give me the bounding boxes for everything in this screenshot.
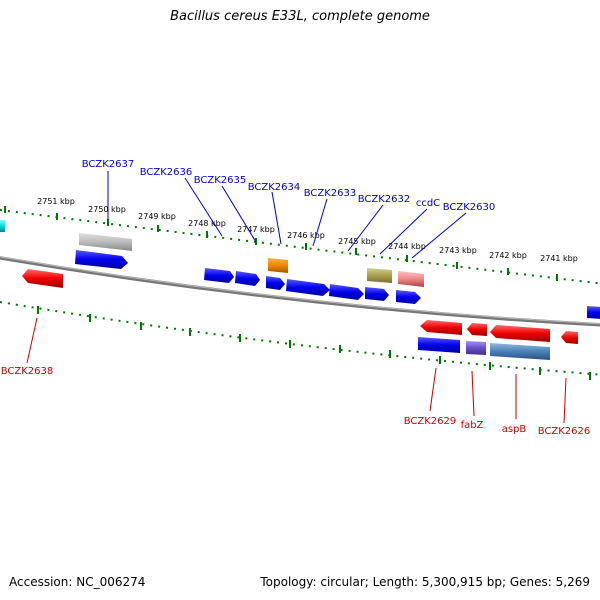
ruler-label-2741: 2741 kbp xyxy=(540,254,578,263)
ruler-label-2748: 2748 kbp xyxy=(188,219,226,228)
gene-label-bczk2635[interactable]: BCZK2635 xyxy=(194,175,247,186)
outer-ruler-ticks xyxy=(4,206,558,281)
gene-label-bczk2637[interactable]: BCZK2637 xyxy=(82,159,135,170)
ruler-label-2744: 2744 kbp xyxy=(388,242,426,251)
cds-reverse-aspb-a[interactable] xyxy=(490,325,550,342)
gene-label-aspb[interactable]: aspB xyxy=(502,424,527,435)
cds-forward-ccdc[interactable] xyxy=(396,290,421,304)
ruler-label-2745: 2745 kbp xyxy=(338,237,376,246)
cds-forward-bczk2633a[interactable] xyxy=(286,279,330,296)
ruler-label-2749: 2749 kbp xyxy=(138,212,176,221)
gene-label-bczk2630[interactable]: BCZK2630 xyxy=(443,202,496,213)
inner-ruler xyxy=(0,301,600,376)
cds-forward-bczk2636[interactable] xyxy=(204,268,234,283)
feature-pink-block[interactable] xyxy=(398,271,424,287)
cds-forward-bczk2637[interactable] xyxy=(75,250,128,269)
gene-label-bczk2638[interactable]: BCZK2638 xyxy=(1,366,54,377)
gene-label-bczk2632[interactable]: BCZK2632 xyxy=(358,194,411,205)
ruler-label-2742: 2742 kbp xyxy=(489,251,527,260)
feature-grey-block[interactable] xyxy=(79,233,132,251)
cds-reverse-bczk2629[interactable] xyxy=(420,320,462,335)
forward-label-lines xyxy=(107,171,467,259)
gene-label-bczk2634[interactable]: BCZK2634 xyxy=(248,182,301,193)
genome-backbone-highlight xyxy=(0,256,600,325)
gene-label-bczk2626[interactable]: BCZK2626 xyxy=(538,426,591,437)
cds-forward-bczk2634[interactable] xyxy=(266,276,285,290)
cds-forward-partial-right[interactable] xyxy=(587,306,600,319)
gene-label-bczk2629[interactable]: BCZK2629 xyxy=(404,416,457,427)
ruler-label-2743: 2743 kbp xyxy=(439,246,477,255)
cds-reverse-bczk2626[interactable] xyxy=(561,331,578,344)
accession-text: Accession: NC_006274 xyxy=(9,575,146,589)
gene-label-ccdc[interactable]: ccdC xyxy=(416,198,440,209)
gene-label-fabz[interactable]: fabZ xyxy=(461,420,484,431)
gene-label-bczk2633[interactable]: BCZK2633 xyxy=(304,188,357,199)
feature-orange-block[interactable] xyxy=(268,258,288,273)
genome-backbone xyxy=(0,256,600,327)
cds-forward-lower-1[interactable] xyxy=(418,337,460,353)
ruler-label-2750: 2750 kbp xyxy=(88,205,126,214)
ruler-label-2747: 2747 kbp xyxy=(237,225,275,234)
feature-olive-block[interactable] xyxy=(367,268,392,283)
feature-steel-block[interactable] xyxy=(490,343,550,360)
genome-summary-text: Topology: circular; Length: 5,300,915 bp… xyxy=(260,575,590,589)
gene-label-bczk2636[interactable]: BCZK2636 xyxy=(140,167,193,178)
ruler-label-2751: 2751 kbp xyxy=(37,197,75,206)
cds-reverse-fabz-a[interactable] xyxy=(467,323,487,336)
cds-forward-bczk2632[interactable] xyxy=(365,287,389,301)
map-title: Bacillus cereus E33L, complete genome xyxy=(170,9,430,24)
feature-purple-block[interactable] xyxy=(466,341,486,355)
cds-reverse-bczk2638[interactable] xyxy=(22,269,63,288)
reverse-label-lines xyxy=(26,317,567,424)
ruler-label-2746: 2746 kbp xyxy=(287,231,325,240)
cds-forward-partial-left[interactable] xyxy=(0,220,5,232)
cds-forward-bczk2633b[interactable] xyxy=(329,284,364,300)
inner-ruler-ticks xyxy=(37,306,591,380)
cds-forward-bczk2635[interactable] xyxy=(235,271,260,286)
